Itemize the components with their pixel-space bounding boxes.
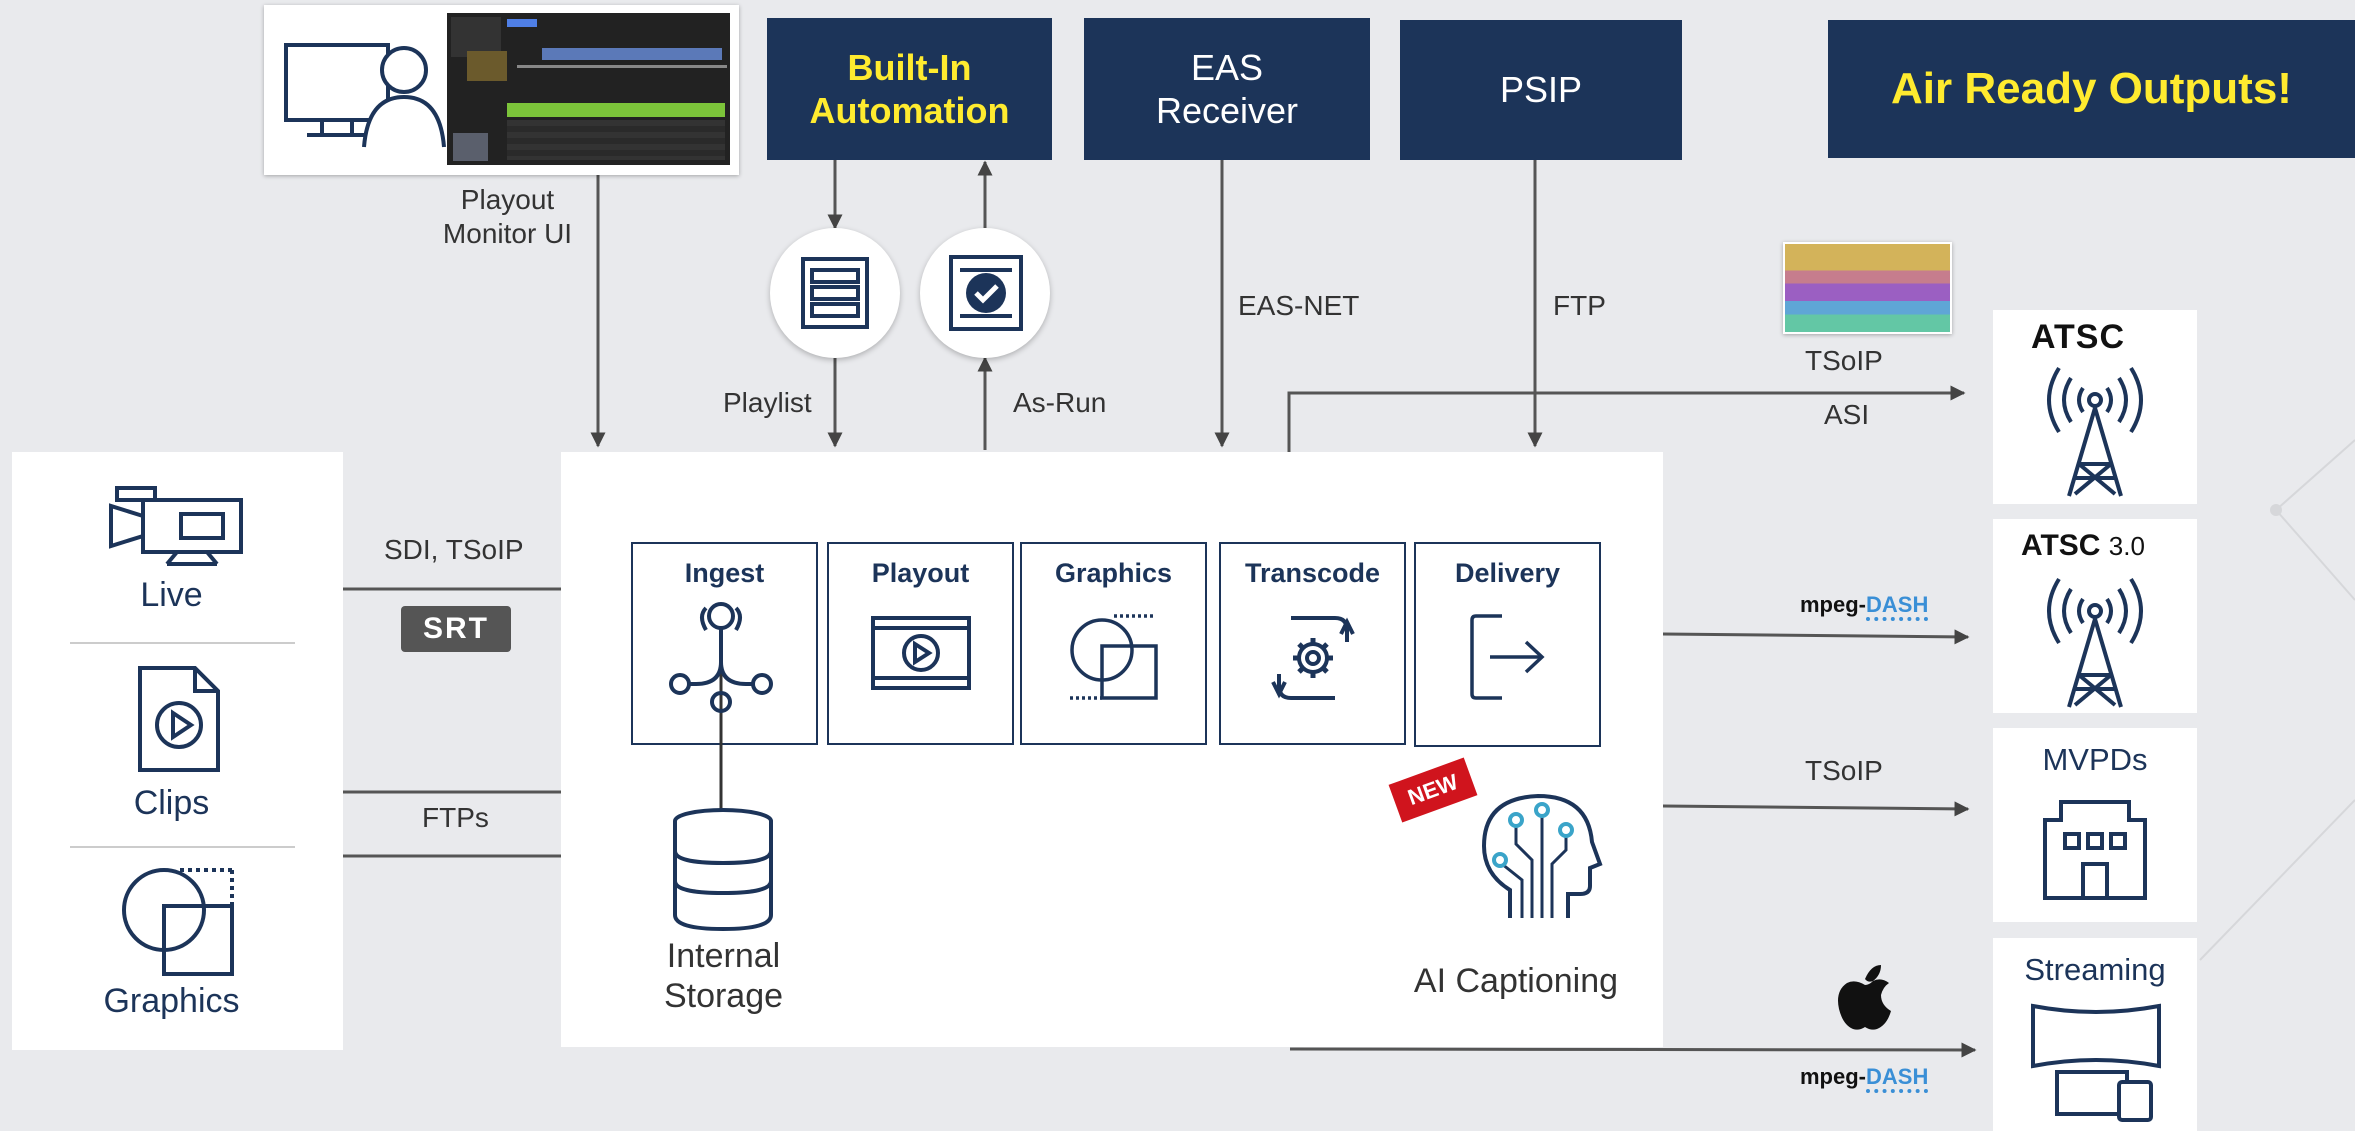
air-ready-outputs-box: Air Ready Outputs! bbox=[1828, 20, 2355, 158]
output-streaming-card: Streaming bbox=[1993, 938, 2197, 1131]
asi-label: ASI bbox=[1824, 399, 1870, 430]
user-monitor-icon bbox=[284, 43, 446, 148]
new-badge-text: NEW bbox=[1404, 769, 1462, 811]
sdi-tsoip-label: SDI, TSoIP bbox=[384, 534, 524, 565]
module-playout-title: Playout bbox=[871, 558, 970, 588]
hub-to-atsc3-arrow bbox=[1662, 629, 1970, 645]
source-clips-label: Clips bbox=[133, 784, 210, 822]
video-camera-icon bbox=[109, 486, 243, 566]
play-screen-icon bbox=[871, 616, 971, 690]
devices-icon bbox=[2031, 1003, 2161, 1122]
mpeg-dash-logo-2: mpeg-DASH bbox=[1800, 1064, 1929, 1093]
module-transcode: Transcode bbox=[1219, 542, 1406, 745]
playlist-icon bbox=[801, 257, 869, 329]
playout-monitor-screenshot bbox=[447, 13, 730, 165]
ftps-label: FTPs bbox=[422, 802, 489, 833]
apple-logo-icon bbox=[1838, 965, 1891, 1030]
as-run-label: As-Run bbox=[1013, 387, 1107, 418]
atsc-logo-text: ATSC bbox=[2031, 318, 2126, 356]
tsoip-mvpd-label: TSoIP bbox=[1805, 755, 1883, 786]
eas-net-label: EAS-NET bbox=[1238, 290, 1360, 321]
as-run-circle bbox=[920, 228, 1050, 358]
database-storage-icon bbox=[673, 808, 773, 932]
sources-panel: Live Clips Graphics bbox=[12, 452, 343, 1050]
play-file-icon bbox=[138, 666, 220, 772]
output-atsc3-card: ATSC 3.0 bbox=[1993, 519, 2197, 713]
central-platform-panel: Ingest Playout Graphics Transcode bbox=[561, 452, 1663, 1047]
atsc3-logo-text: ATSC 3.0 bbox=[2021, 529, 2145, 562]
ai-captioning-label: AI Captioning bbox=[1413, 962, 1619, 1000]
exit-arrow-icon bbox=[1470, 614, 1545, 700]
broadcast-tower-icon bbox=[2047, 577, 2143, 708]
building-icon bbox=[2043, 800, 2147, 900]
mpeg-dash-logo-1: mpeg-DASH bbox=[1800, 592, 1929, 621]
mvpds-label: MVPDs bbox=[2042, 742, 2148, 777]
module-playout: Playout bbox=[827, 542, 1014, 745]
psip-box: PSIP bbox=[1400, 20, 1682, 160]
overlap-squares-icon bbox=[122, 868, 234, 976]
module-delivery-title: Delivery bbox=[1454, 558, 1561, 588]
ai-head-icon bbox=[1481, 793, 1603, 918]
new-badge: NEW bbox=[1388, 757, 1478, 823]
internal-storage-label: Internal Storage bbox=[663, 937, 784, 1015]
source-live-label: Live bbox=[140, 576, 203, 614]
source-divider-2 bbox=[70, 846, 295, 848]
module-delivery: Delivery bbox=[1414, 542, 1601, 747]
playlist-circle bbox=[770, 228, 900, 358]
output-mvpds-card: MVPDs bbox=[1993, 728, 2197, 922]
streaming-label: Streaming bbox=[2024, 952, 2166, 987]
hub-to-streaming-arrow bbox=[1289, 1042, 1977, 1058]
playout-monitor-card bbox=[264, 5, 739, 175]
built-in-automation-box: Built-In Automation bbox=[767, 18, 1052, 160]
module-graphics-title: Graphics bbox=[1054, 558, 1173, 588]
output-atsc-card: ATSC bbox=[1993, 310, 2197, 504]
source-graphics-label: Graphics bbox=[103, 982, 240, 1020]
hub-to-atsc-arrow bbox=[1287, 385, 1966, 452]
overlap-shapes-icon bbox=[1070, 614, 1158, 700]
ftp-label: FTP bbox=[1553, 290, 1606, 321]
eas-receiver-box: EAS Receiver bbox=[1084, 18, 1370, 160]
checked-list-icon bbox=[949, 255, 1023, 331]
broadcast-tower-icon bbox=[2047, 366, 2143, 497]
playlist-label: Playlist bbox=[723, 387, 812, 418]
hub-to-mvpd-arrow bbox=[1662, 801, 1970, 817]
tsoip-top-label: TSoIP bbox=[1805, 345, 1883, 376]
module-graphics: Graphics bbox=[1020, 542, 1207, 745]
tsoip-spectrum-thumbnail bbox=[1783, 242, 1952, 334]
module-transcode-title: Transcode bbox=[1244, 558, 1381, 588]
source-divider-1 bbox=[70, 642, 295, 644]
srt-badge: SRT bbox=[401, 606, 511, 652]
module-ingest-title: Ingest bbox=[684, 558, 765, 588]
gear-cycle-icon bbox=[1271, 616, 1355, 700]
ingest-node-icon bbox=[669, 602, 773, 834]
decorative-network-lines bbox=[2199, 439, 2355, 961]
srt-badge-text: SRT bbox=[423, 612, 489, 645]
playout-monitor-label: Playout Monitor UI bbox=[442, 184, 573, 249]
